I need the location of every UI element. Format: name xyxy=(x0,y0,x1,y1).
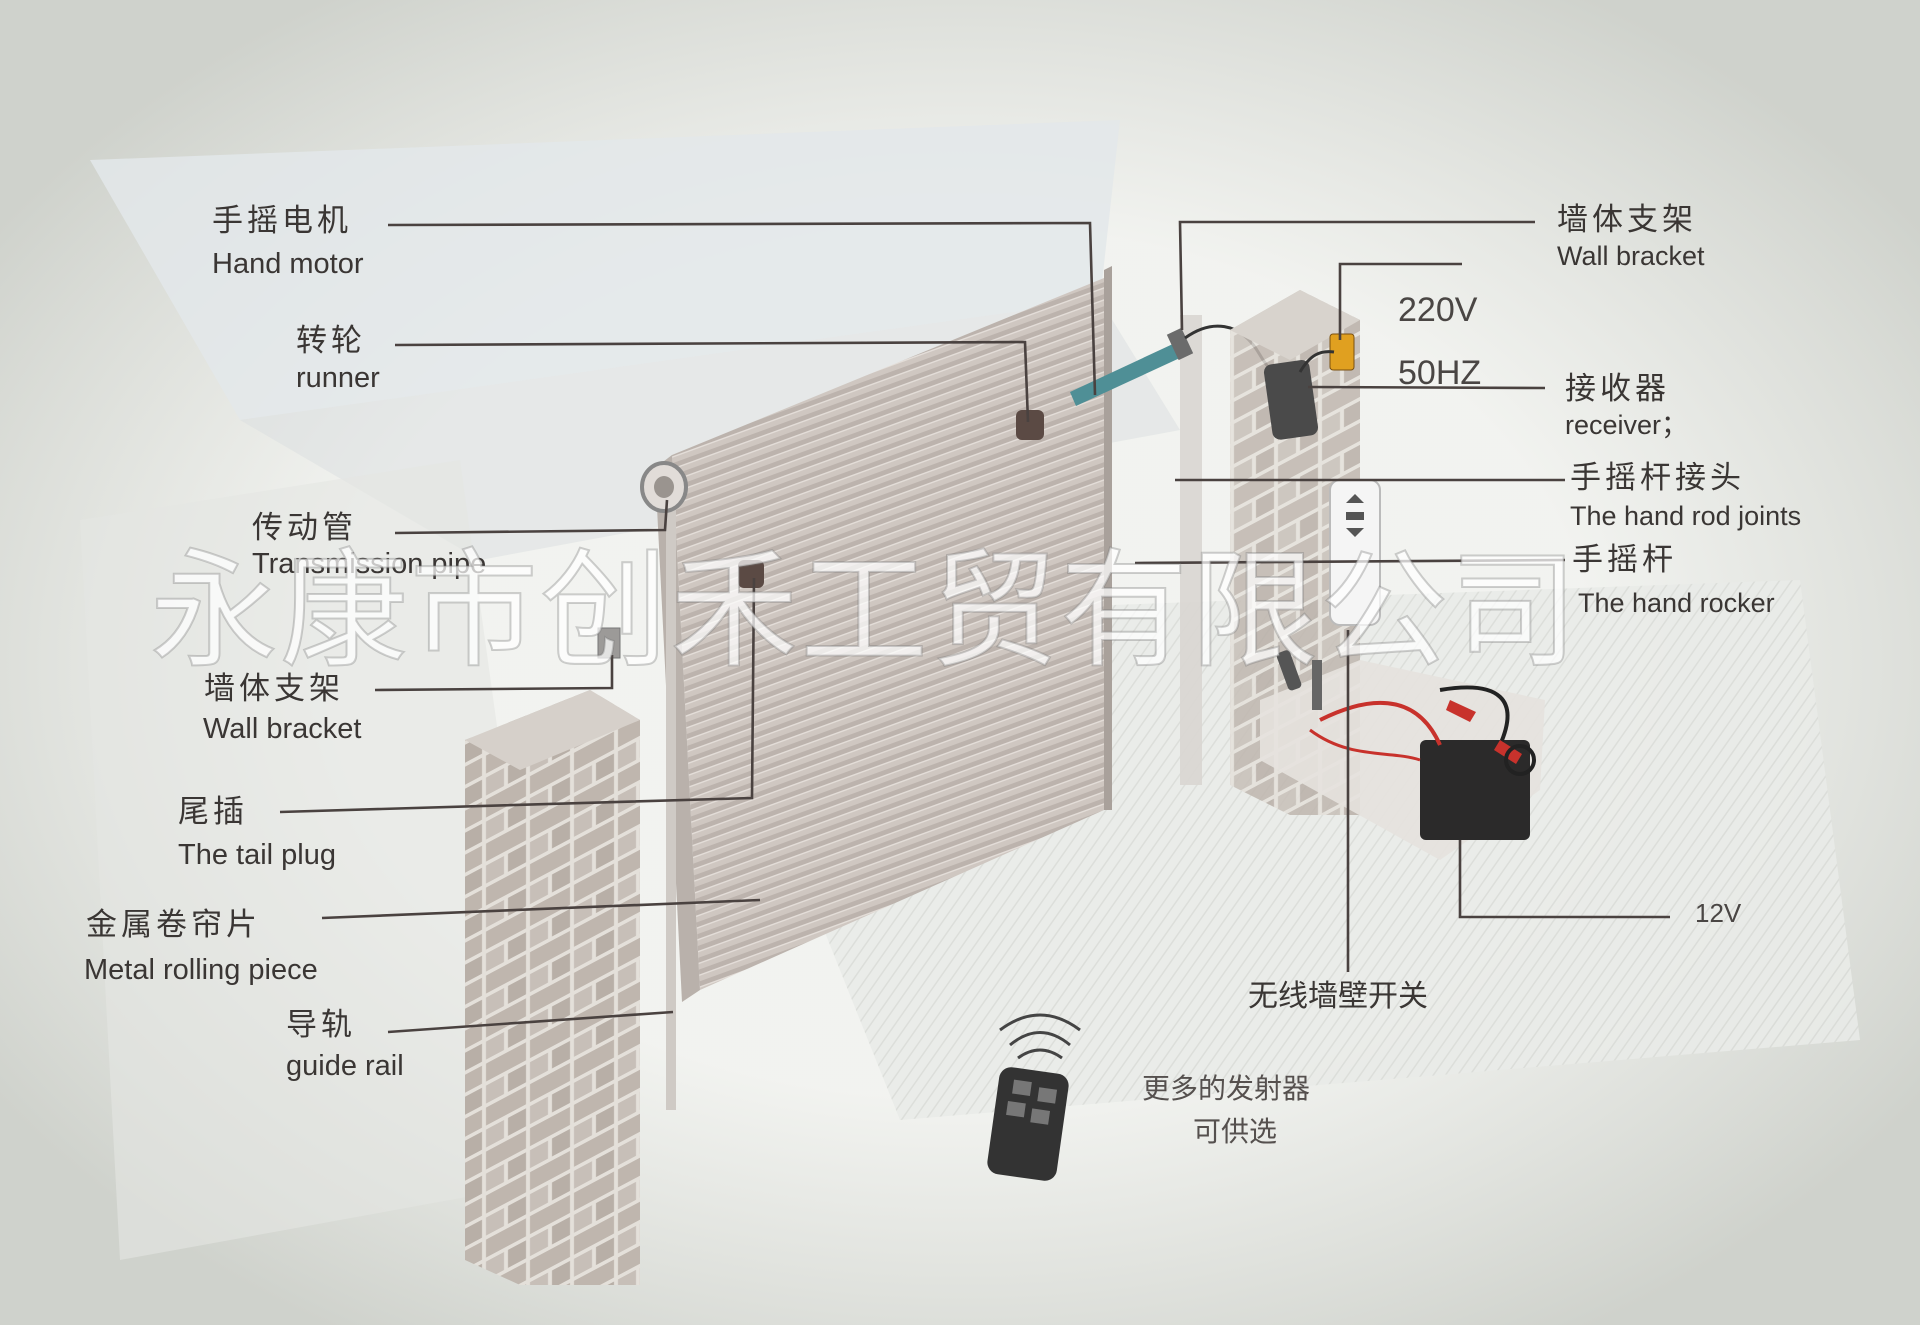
label-transmission-pipe-en: Transmission pipe xyxy=(252,548,487,580)
hand-motor xyxy=(1070,343,1182,406)
label-tail-plug-en: The tail plug xyxy=(178,839,336,871)
leader-power xyxy=(1338,262,1462,340)
label-wall-bracket-left-en: Wall bracket xyxy=(203,713,362,745)
sky-plane xyxy=(90,120,1120,420)
leader-guide-rail xyxy=(387,1010,674,1034)
label-metal-rolling-zh: 金属卷帘片 xyxy=(86,907,261,943)
label-hand-rocker-en: The hand rocker xyxy=(1578,588,1775,618)
leader-lines xyxy=(279,220,1670,1034)
label-receiver-en: receiver； xyxy=(1565,410,1689,440)
label-rod-joints-en: The hand rod joints xyxy=(1570,501,1802,531)
label-optional: 可供选 xyxy=(1193,1115,1278,1148)
label-more-transmitters: 更多的发射器 xyxy=(1142,1072,1311,1105)
leader-runner xyxy=(394,340,1030,423)
label-guide-rail-en: guide rail xyxy=(286,1050,404,1082)
label-wall-bracket-right-en: Wall bracket xyxy=(1557,241,1705,271)
guide-rail xyxy=(666,470,676,1110)
battery xyxy=(1420,740,1530,840)
shutter-curtain xyxy=(672,278,1104,990)
receiver-box xyxy=(1263,360,1319,440)
label-battery-voltage: 12V xyxy=(1695,898,1742,928)
leader-metal-rolling xyxy=(321,898,761,920)
left-brick-pillar xyxy=(465,690,640,1285)
label-transmission-pipe-zh: 传动管 xyxy=(252,510,357,546)
label-voltage: 220V xyxy=(1398,291,1478,329)
leader-wall-bracket-left xyxy=(374,655,614,692)
label-metal-rolling-en: Metal rolling piece xyxy=(84,954,318,986)
leader-wall-bracket-right xyxy=(1178,220,1535,331)
runner xyxy=(1016,410,1044,440)
label-tail-plug-zh: 尾插 xyxy=(178,794,248,830)
label-hand-rocker-zh: 手摇杆 xyxy=(1572,542,1677,578)
tail-plug xyxy=(738,560,764,588)
label-wireless-switch: 无线墙壁开关 xyxy=(1248,979,1428,1014)
leader-tail-plug xyxy=(279,577,756,814)
label-hand-motor-zh: 手摇电机 xyxy=(212,203,352,239)
label-guide-rail-zh: 导轨 xyxy=(286,1007,356,1043)
leader-battery xyxy=(1458,840,1670,919)
signal-icon xyxy=(1009,1031,1071,1047)
leader-hand-motor xyxy=(387,221,1097,396)
label-receiver-zh: 接收器 xyxy=(1565,371,1670,407)
wall-bracket-left xyxy=(597,627,621,659)
label-hand-motor-en: Hand motor xyxy=(212,248,364,280)
red-clip xyxy=(1446,700,1476,722)
label-runner-zh: 转轮 xyxy=(296,323,366,359)
label-runner-en: runner xyxy=(296,362,380,394)
company-watermark: 永康市创禾工贸有限公司 xyxy=(149,537,1581,686)
leader-hand-rocker xyxy=(1134,558,1566,565)
label-wall-bracket-right-zh: 墙体支架 xyxy=(1557,202,1697,238)
leader-transmission-pipe xyxy=(394,499,669,535)
label-frequency: 50HZ xyxy=(1398,354,1482,392)
label-wall-bracket-left-zh: 墙体支架 xyxy=(204,671,344,707)
leader-receiver xyxy=(1307,385,1546,390)
label-rod-joints-zh: 手摇杆接头 xyxy=(1570,460,1745,496)
